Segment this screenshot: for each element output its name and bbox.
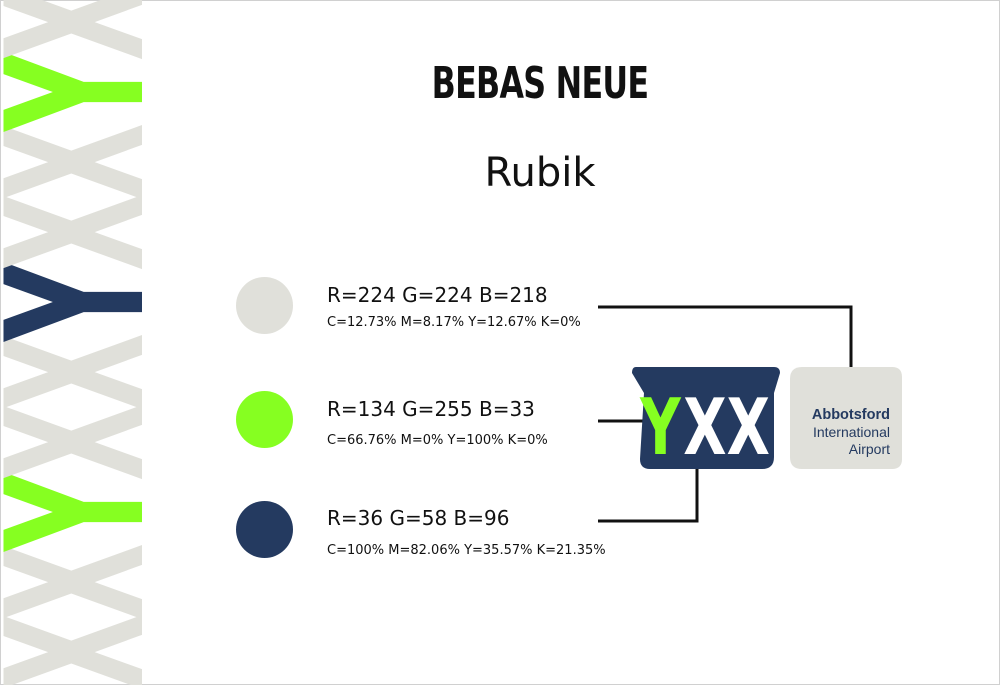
- decorative-letter-strip: XXYXXYXXYX: [0, 0, 144, 685]
- rgb-value-green: R=134 G=255 B=33: [327, 397, 535, 421]
- strip-letter-4: X: [0, 403, 144, 481]
- strip-letter-5: X: [0, 333, 144, 411]
- strip-letter-1: X: [0, 613, 144, 685]
- logo-code-panel: [632, 367, 780, 469]
- swatch-light-gray: [236, 277, 293, 334]
- airport-name: Abbotsford: [811, 407, 890, 423]
- airport-name-line3: Airport: [848, 441, 890, 457]
- strip-letter-8: X: [0, 123, 144, 201]
- strip-letter-3: Y: [0, 472, 144, 552]
- connector-light-gray: [598, 305, 853, 385]
- strip-letter-10: X: [0, 0, 144, 61]
- logo-airport-panel: [790, 367, 902, 469]
- airport-name-line2: International: [812, 424, 890, 440]
- strip-letter-9: Y: [0, 52, 144, 132]
- rgb-value-navy: R=36 G=58 B=96: [327, 506, 510, 530]
- airport-name-text: Abbotsford International Airport: [790, 407, 890, 458]
- airport-logo: Y XX: [632, 367, 902, 471]
- connector-navy: [598, 462, 699, 523]
- logo-code-letter-y: Y: [639, 383, 681, 471]
- swatch-navy: [236, 501, 293, 558]
- swatch-green: [236, 391, 293, 448]
- body-font-name: Rubik: [484, 150, 596, 196]
- rgb-value-light-gray: R=224 G=224 B=218: [327, 283, 548, 307]
- cmyk-value-navy: C=100% M=82.06% Y=35.57% K=21.35%: [327, 543, 606, 558]
- strip-letter-7: X: [0, 193, 144, 271]
- heading-font-name: BEBAS NEUE: [431, 58, 649, 109]
- strip-letter-2: X: [0, 543, 144, 621]
- cmyk-value-light-gray: C=12.73% M=8.17% Y=12.67% K=0%: [327, 315, 581, 330]
- cmyk-value-green: C=66.76% M=0% Y=100% K=0%: [327, 433, 548, 448]
- logo-code-letters-xx: XX: [683, 383, 770, 471]
- strip-letter-6: Y: [0, 262, 144, 342]
